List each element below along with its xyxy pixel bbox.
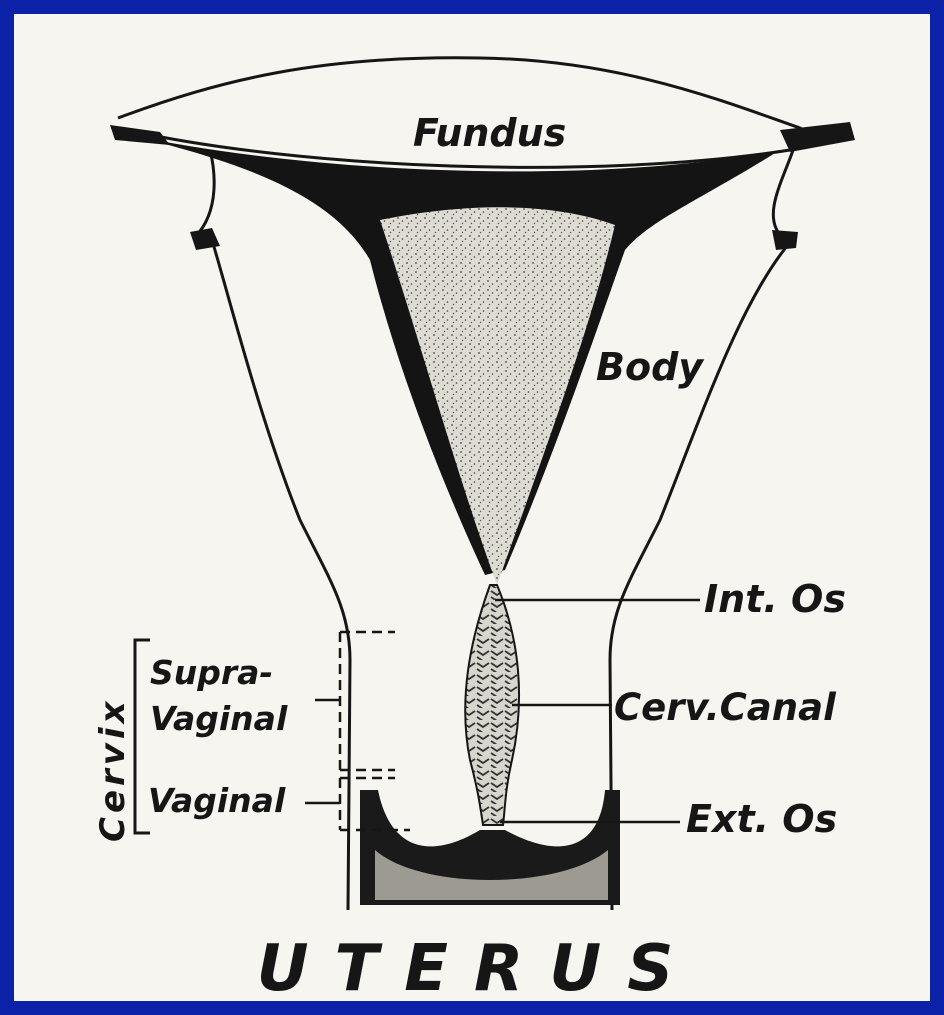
fundus-label: Fundus bbox=[413, 111, 566, 155]
body-label: Body bbox=[596, 345, 705, 389]
left-ligament-nub bbox=[190, 228, 220, 250]
right-ligament-nub bbox=[772, 230, 798, 250]
supra-vaginal-label-line2: Vaginal bbox=[150, 699, 288, 738]
cervix-label: Cervix bbox=[93, 697, 133, 842]
uterus-title: UTERUS bbox=[257, 932, 700, 1006]
ext-os-label: Ext. Os bbox=[686, 797, 837, 841]
cervical-canal bbox=[465, 585, 519, 825]
vaginal-label: Vaginal bbox=[148, 781, 286, 820]
supra-vaginal-label-line1: Supra- bbox=[150, 653, 273, 692]
cerv-canal-label: Cerv.Canal bbox=[614, 686, 837, 729]
int-os-label: Int. Os bbox=[704, 577, 846, 621]
